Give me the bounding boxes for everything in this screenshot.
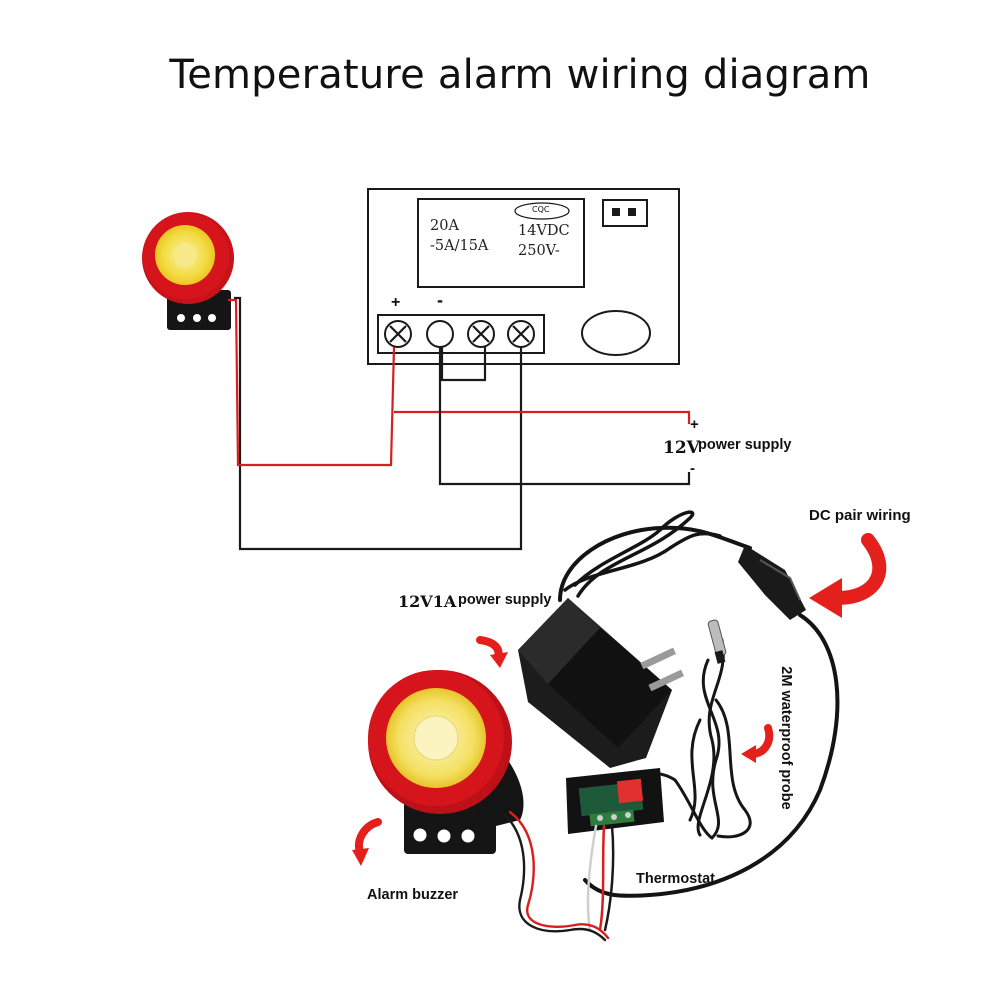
power-adapter bbox=[518, 598, 685, 768]
supply-power-label: power supply bbox=[698, 437, 792, 453]
black-wire-supply-minus bbox=[438, 347, 691, 486]
dc-pair-wiring-label: DC pair wiring bbox=[809, 507, 911, 524]
terminal-screw-1 bbox=[384, 320, 412, 348]
relay-rating-right-2: 250V- bbox=[518, 243, 560, 259]
relay-component bbox=[417, 198, 585, 288]
arrow-power-supply bbox=[476, 636, 508, 668]
dc-cable bbox=[558, 510, 840, 898]
supply-minus-label: - bbox=[690, 460, 695, 477]
thermostat-wires bbox=[586, 824, 615, 932]
arrow-dc-wiring bbox=[809, 533, 887, 618]
terminal-screw-3 bbox=[467, 320, 495, 348]
alarm-buzzer-photo bbox=[368, 670, 524, 854]
probe-cable bbox=[618, 638, 752, 840]
relay-cert-mark bbox=[514, 202, 570, 220]
probe-tip bbox=[707, 619, 727, 664]
schematic-buzzer bbox=[142, 212, 234, 330]
red-wire-buzzer bbox=[228, 298, 396, 467]
relay-rating-left-2: -5A/15A bbox=[430, 238, 489, 254]
black-wire-buzzer bbox=[234, 296, 523, 551]
arrow-probe bbox=[741, 724, 774, 763]
supply-voltage-label: 12V bbox=[663, 438, 700, 458]
probe-label: 2M waterproof probe bbox=[778, 666, 794, 810]
dc-barrel-connector bbox=[738, 545, 806, 620]
terminal-plus-label: + bbox=[391, 294, 401, 311]
thermostat-board bbox=[566, 768, 664, 834]
adapter-voltage-label: 12V1A bbox=[398, 592, 457, 611]
display-window bbox=[581, 310, 651, 356]
thermostat-label: Thermostat bbox=[636, 871, 715, 887]
two-pin-connector bbox=[602, 199, 648, 227]
page-title: Temperature alarm wiring diagram bbox=[169, 52, 871, 98]
relay-cert-text: CQC bbox=[532, 205, 550, 214]
terminal-screw-2 bbox=[426, 320, 454, 348]
relay-rating-right-1: 14VDC bbox=[518, 223, 570, 239]
terminal-jumper bbox=[440, 347, 487, 382]
schematic-wires bbox=[228, 296, 691, 551]
terminal-screw-4 bbox=[507, 320, 535, 348]
adapter-power-label: power supply bbox=[458, 592, 552, 608]
red-wire-supply-plus bbox=[394, 410, 691, 424]
buzzer-wires bbox=[503, 810, 610, 942]
arrow-buzzer bbox=[352, 818, 382, 866]
supply-plus-label: + bbox=[690, 416, 699, 433]
relay-rating-left-1: 20A bbox=[430, 218, 459, 234]
alarm-buzzer-label: Alarm buzzer bbox=[367, 887, 459, 903]
terminal-minus-label: - bbox=[437, 290, 443, 310]
relay-module-box bbox=[367, 188, 680, 365]
